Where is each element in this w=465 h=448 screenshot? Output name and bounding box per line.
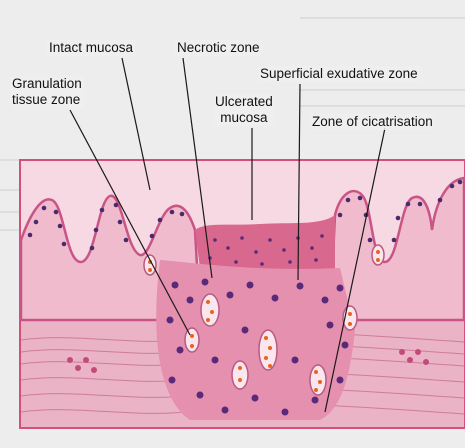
label-zone-of-cicatrisation: Zone of cicatrisation	[310, 114, 435, 130]
label-ulcerated-line1: Ulcerated	[215, 94, 273, 110]
label-superficial-exudative-zone: Superficial exudative zone	[258, 66, 420, 82]
label-ulcerated-line2: mucosa	[215, 110, 273, 126]
label-granulation-line1: Granulation	[12, 76, 82, 92]
label-necrotic-zone: Necrotic zone	[175, 40, 262, 56]
label-granulation-line2: tissue zone	[12, 92, 82, 108]
label-ulcerated-mucosa: Ulcerated mucosa	[213, 94, 275, 126]
label-granulation-tissue-zone: Granulation tissue zone	[10, 76, 84, 108]
label-intact-mucosa: Intact mucosa	[47, 40, 135, 56]
